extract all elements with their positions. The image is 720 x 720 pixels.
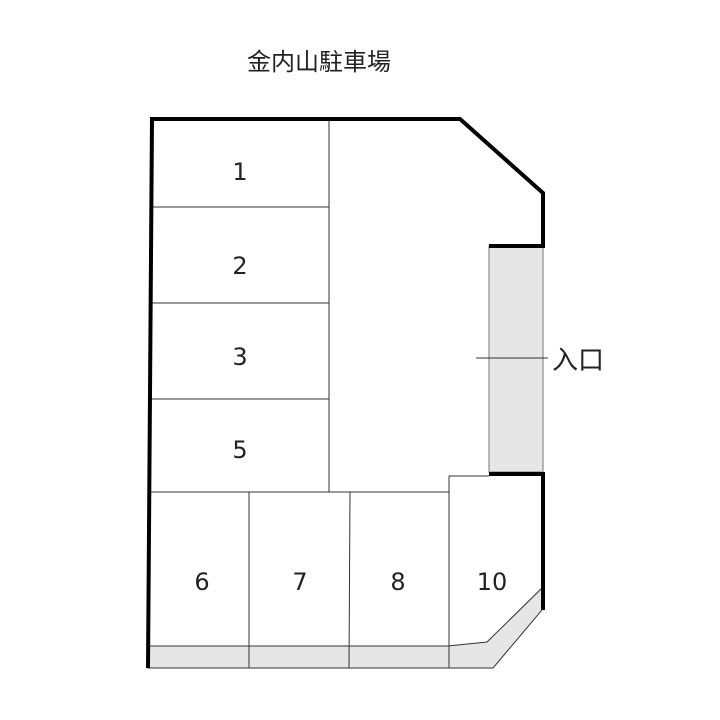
bottom-sidewalk <box>147 586 543 669</box>
space-7: 7 <box>292 568 307 596</box>
space-8: 8 <box>390 568 405 596</box>
space-3: 3 <box>232 343 247 371</box>
entrance-driveway <box>488 245 544 473</box>
space-6: 6 <box>194 568 209 596</box>
page-title: 金内山駐車場 <box>247 48 391 76</box>
space-2: 2 <box>232 252 247 280</box>
space-5: 5 <box>232 436 247 464</box>
entrance-label: 入口 <box>552 346 604 376</box>
space-10: 10 <box>477 568 508 596</box>
space-1: 1 <box>232 158 247 186</box>
